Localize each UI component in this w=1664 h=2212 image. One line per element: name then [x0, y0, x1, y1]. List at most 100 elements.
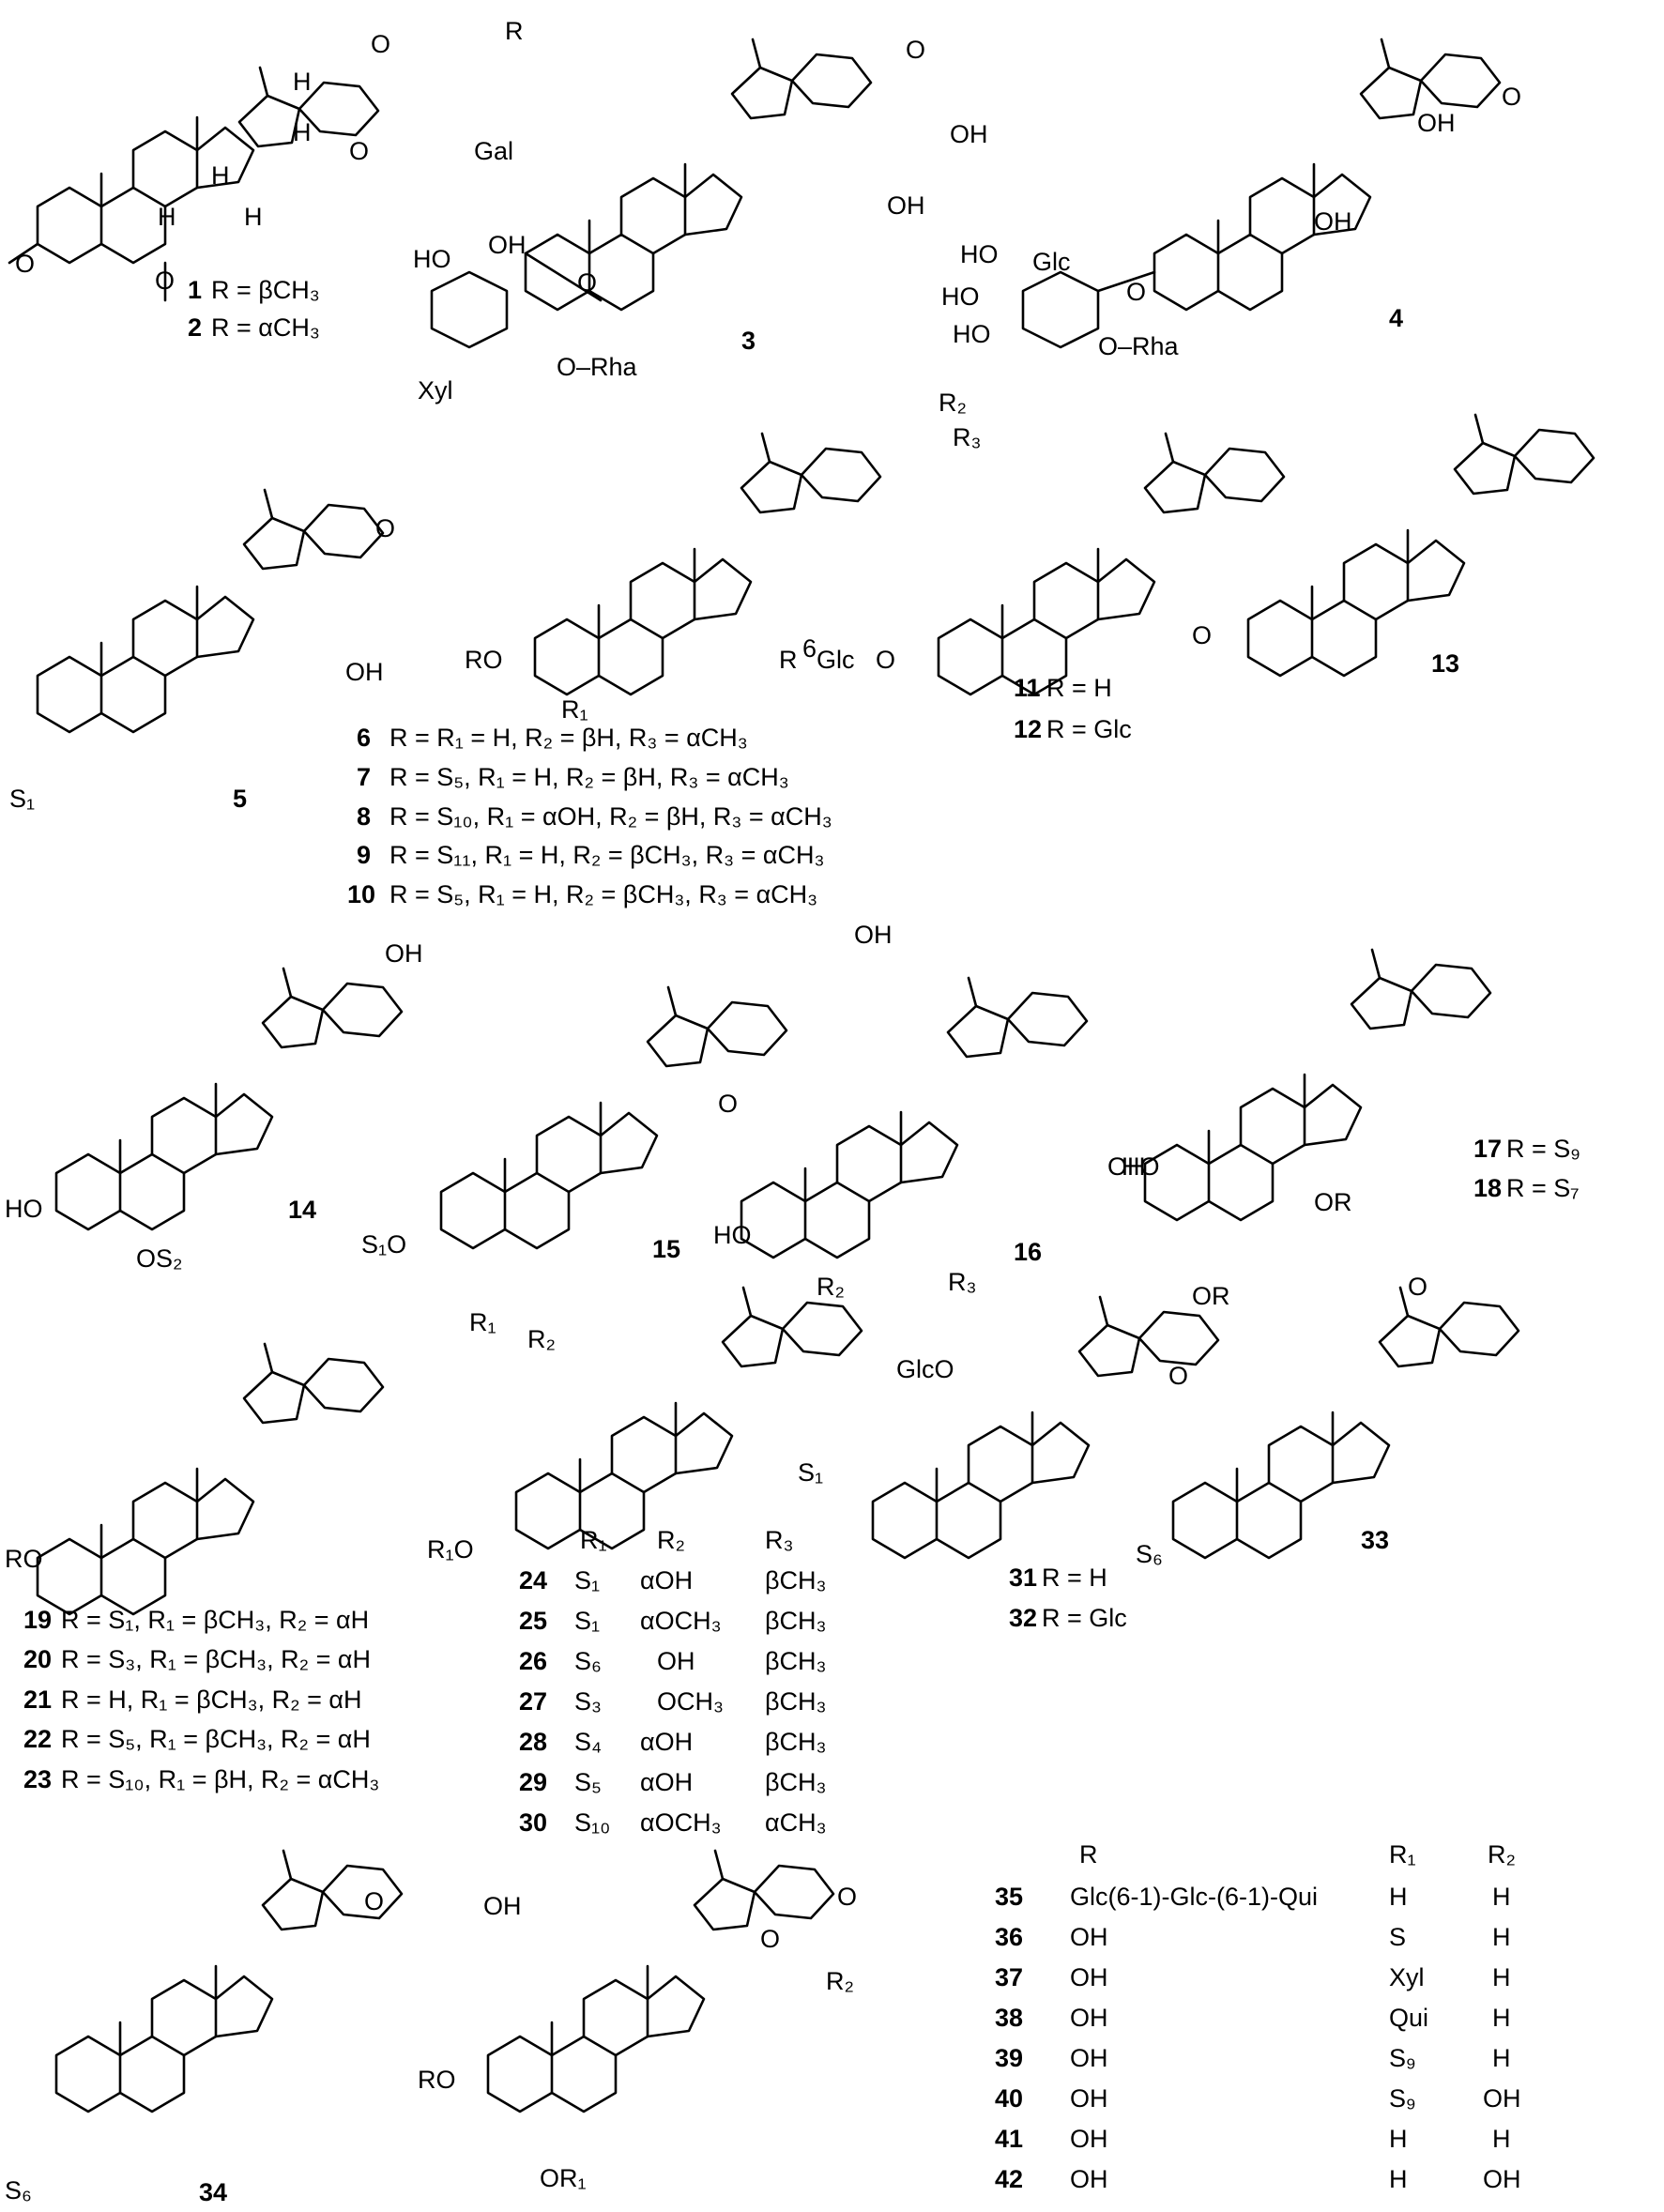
structure-33	[1171, 1286, 1520, 1560]
compound-number-20: 20	[23, 1645, 52, 1673]
structure-13	[1246, 413, 1595, 678]
atom-label: O–Rha	[557, 353, 638, 381]
atom-label: O	[364, 1887, 384, 1915]
table-row-r1: S₉	[1389, 2044, 1416, 2072]
table-row-r2: αOCH₃	[640, 1607, 722, 1635]
compound-number-14: 14	[288, 1196, 316, 1224]
compound-number-9: 9	[357, 841, 371, 869]
atom-label: S₆	[5, 2176, 32, 2204]
ketone-bond	[8, 242, 39, 265]
atom-label: RO	[418, 2066, 456, 2094]
atom-label: O	[906, 36, 925, 64]
compound-number-6: 6	[357, 724, 371, 752]
atom-label: S₆	[1136, 1540, 1163, 1568]
compound-number-22: 22	[23, 1725, 52, 1753]
compound-number-labels: 1 R = βCH₃ 2 R = αCH₃ 3 4 5 6 R = R₁ = H…	[23, 276, 1580, 2206]
table-row-r1: Xyl	[1389, 1963, 1425, 1991]
atom-label: H	[211, 161, 230, 190]
table-row-r2: OH	[1483, 2084, 1521, 2113]
atom-label: Gal	[474, 137, 513, 165]
atom-label: R₂	[817, 1273, 845, 1301]
atom-label: O	[155, 267, 175, 295]
compound-number-12: 12	[1014, 715, 1042, 743]
atom-label: O	[1192, 621, 1212, 649]
structure-31-32	[871, 1295, 1220, 1560]
atom-label: H	[293, 68, 312, 96]
atom-label: OH	[488, 231, 527, 259]
table-row-r: OH	[1070, 2125, 1108, 2153]
table-row-r2: H	[1492, 2044, 1511, 2072]
table-row-num: 24	[519, 1566, 547, 1594]
table-row-r2: αOH	[640, 1566, 693, 1594]
table-35-42: R R₁ R₂ 35 Glc(6-1)-Glc-(6-1)-Qui H H 36…	[995, 1840, 1521, 2193]
atom-label: HO	[953, 320, 991, 348]
table-row-num: 38	[995, 2004, 1023, 2032]
atom-label: R₃	[948, 1268, 977, 1296]
atom-label: O	[349, 137, 369, 165]
table-35-42-header-r: R	[1079, 1840, 1098, 1869]
atom-label: R	[505, 17, 524, 45]
compound-sub-10: R = S₅, R₁ = H, R₂ = βCH₃, R₃ = αCH₃	[389, 880, 817, 908]
compound-sub-1: R = βCH₃	[211, 276, 320, 304]
structure-1-2	[8, 66, 380, 302]
compound-number-34: 34	[199, 2178, 227, 2206]
compound-sub-18: R = S₇	[1506, 1174, 1580, 1202]
table-row-r2: H	[1492, 2125, 1511, 2153]
table-row-r3: βCH₃	[765, 1566, 827, 1594]
atom-label: H	[158, 203, 176, 231]
compound-sub-19: R = S₁, R₁ = βCH₃, R₂ = αH	[61, 1606, 369, 1634]
compound-number-18: 18	[1473, 1174, 1502, 1202]
compound-sub-17: R = S₉	[1506, 1135, 1580, 1163]
table-row-num: 37	[995, 1963, 1023, 1991]
table-row-r1: H	[1389, 1883, 1408, 1911]
sugar-ring-glc	[1021, 270, 1100, 349]
compound-sub-22: R = S₅, R₁ = βCH₃, R₂ = αH	[61, 1725, 371, 1753]
atom-label: S₁O	[361, 1230, 406, 1259]
structure-4	[1021, 38, 1502, 349]
table-row-r1: H	[1389, 2125, 1408, 2153]
structure-35-42	[486, 1849, 835, 2113]
table-row-r1: S₁	[574, 1607, 600, 1635]
table-row-r1: S	[1389, 1923, 1406, 1951]
compound-number-7: 7	[357, 763, 371, 791]
compound-number-5: 5	[233, 785, 247, 813]
atom-label: Glc	[817, 646, 855, 674]
table-row-r1: S₄	[574, 1728, 602, 1756]
compound-number-16: 16	[1014, 1238, 1042, 1266]
table-row-r2: H	[1492, 1923, 1511, 1951]
compound-number-21: 21	[23, 1686, 52, 1714]
atom-label: R	[779, 646, 798, 674]
table-row-r: OH	[1070, 2044, 1108, 2072]
atom-label: S₁	[9, 785, 35, 813]
atom-label: O–Rha	[1098, 332, 1180, 360]
table-row-r: OH	[1070, 2165, 1108, 2193]
compound-number-1: 1	[188, 276, 202, 304]
atom-label: RO	[465, 646, 503, 674]
compound-number-15: 15	[652, 1235, 680, 1263]
table-35-42-header-r1: R₁	[1389, 1840, 1416, 1869]
atom-label: R₁	[469, 1308, 496, 1336]
atom-label: R₃	[953, 423, 982, 451]
table-row-num: 28	[519, 1728, 547, 1756]
atom-label: O	[1408, 1273, 1427, 1301]
table-row-num: 25	[519, 1607, 547, 1635]
structure-11-12	[937, 432, 1286, 696]
compound-sub-20: R = S₃, R₁ = βCH₃, R₂ = αH	[61, 1645, 371, 1673]
atom-label: OH	[483, 1892, 522, 1920]
table-24-30: R₁ R₂ R₃ 24 S₁ αOH βCH₃ 25 S₁ αOCH₃ βCH₃…	[519, 1526, 827, 1837]
atom-label: OH	[1417, 109, 1456, 137]
atom-label: O	[577, 268, 597, 297]
table-row-r1: S₆	[574, 1647, 602, 1675]
table-row-r1: S₅	[574, 1768, 602, 1796]
table-24-30-header-r3: R₃	[765, 1526, 794, 1554]
atom-label: HO	[1122, 1152, 1160, 1181]
atom-label: Glc	[1032, 248, 1071, 276]
compound-number-23: 23	[23, 1765, 52, 1793]
compound-sub-21: R = H, R₁ = βCH₃, R₂ = αH	[61, 1686, 362, 1714]
atom-label: O	[1168, 1362, 1188, 1390]
compound-number-32: 32	[1009, 1604, 1037, 1632]
table-row-r: OH	[1070, 1963, 1108, 1991]
atom-label: O	[876, 646, 895, 674]
structure-24-30	[514, 1286, 863, 1550]
table-row-r1: H	[1389, 2165, 1408, 2193]
